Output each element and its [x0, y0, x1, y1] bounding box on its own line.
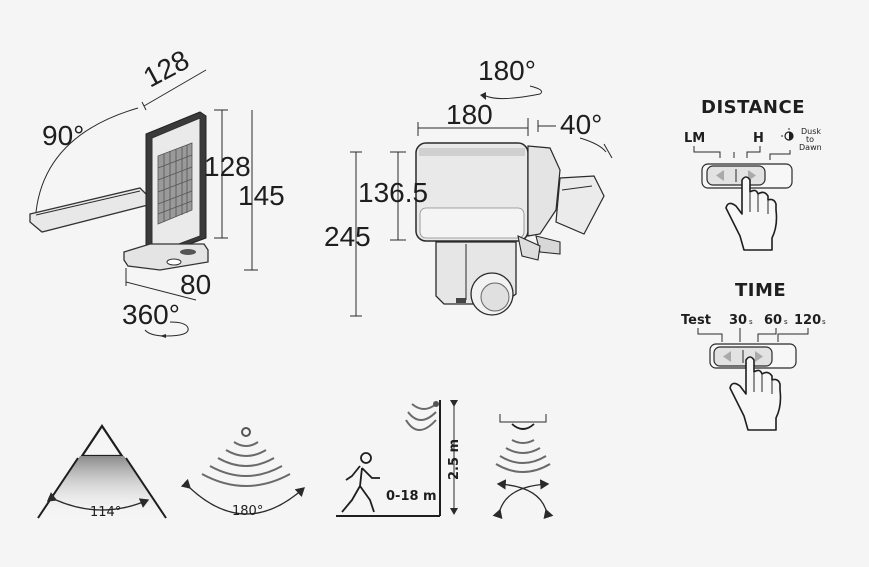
- rotation-arrow: [144, 321, 189, 337]
- width-dimension-line: [143, 69, 207, 107]
- side-lamp: [517, 145, 605, 261]
- hand-pointer-icon: [725, 176, 778, 251]
- svg-text:30: 30: [729, 313, 747, 328]
- svg-text:s: s: [784, 318, 788, 326]
- walking-person-icon: [341, 452, 380, 513]
- base-depth-label: 80: [180, 269, 211, 300]
- time-option-30s: 30 s: [729, 313, 753, 328]
- svg-text:s: s: [822, 318, 826, 326]
- tilt-angle-label: 90°: [42, 120, 84, 151]
- distance-option-lm: LM: [684, 131, 705, 146]
- svg-text:60: 60: [764, 313, 782, 328]
- dusk-to-dawn-label: Dusk to Dawn: [799, 127, 822, 152]
- base-depth-dimension-line: [125, 281, 197, 301]
- detection-angle-icon: 180°: [180, 427, 305, 519]
- base-rotation-label: 360°: [122, 299, 180, 330]
- head-tilt-label: 40°: [560, 109, 602, 140]
- time-option-test: Test: [681, 313, 711, 328]
- total-height-label: 145: [238, 180, 285, 211]
- time-option-120s: 120 s: [794, 313, 826, 328]
- distance-option-h: H: [753, 131, 764, 146]
- solar-cells: [157, 142, 193, 225]
- distance-title: DISTANCE: [701, 97, 805, 118]
- dusk-label-line-3: Dawn: [799, 143, 822, 152]
- lamp-height-label: 136.5: [358, 177, 428, 208]
- hand-pointer-icon: [729, 356, 782, 431]
- tilt-arc: [35, 107, 139, 213]
- detection-range-icon: 0-18 m 2.5 m: [336, 400, 462, 517]
- detection-angle-label: 180°: [232, 504, 263, 519]
- beam-angle-icon: 114°: [37, 424, 167, 520]
- beam-angle-label: 114°: [90, 505, 121, 520]
- front-width-label: 180: [446, 99, 493, 130]
- dusk-label-line-1: Dusk: [801, 127, 821, 136]
- svg-text:Test: Test: [681, 313, 711, 328]
- width-label: 128: [138, 44, 194, 93]
- detection-range-label: 0-18 m: [386, 489, 437, 504]
- distance-control: DISTANCE LM H Dusk to Dawn: [684, 97, 822, 251]
- front-total-height-label: 245: [324, 221, 371, 252]
- front-view: 180° 180 40° 136.5: [324, 55, 613, 317]
- time-control: TIME Test 30 s 60 s 120 s: [681, 280, 826, 431]
- panel-height-label: 128: [204, 151, 251, 182]
- dusk-to-dawn-icon: [781, 128, 794, 141]
- tilt-arc: [579, 137, 607, 153]
- sensor-coverage-icon: [492, 414, 554, 520]
- side-view: 90° 128 128 145: [29, 44, 285, 338]
- svg-text:s: s: [749, 318, 753, 326]
- mount-height-label: 2.5 m: [447, 439, 462, 480]
- head-rotation-arrow: [485, 85, 543, 100]
- base-mount: [123, 243, 209, 271]
- flat-solar-panel: [29, 187, 149, 233]
- dusk-label-line-2: to: [806, 135, 814, 144]
- head-rotation-label: 180°: [478, 55, 536, 86]
- time-title: TIME: [735, 280, 786, 301]
- svg-text:120: 120: [794, 313, 821, 328]
- time-option-60s: 60 s: [764, 313, 788, 328]
